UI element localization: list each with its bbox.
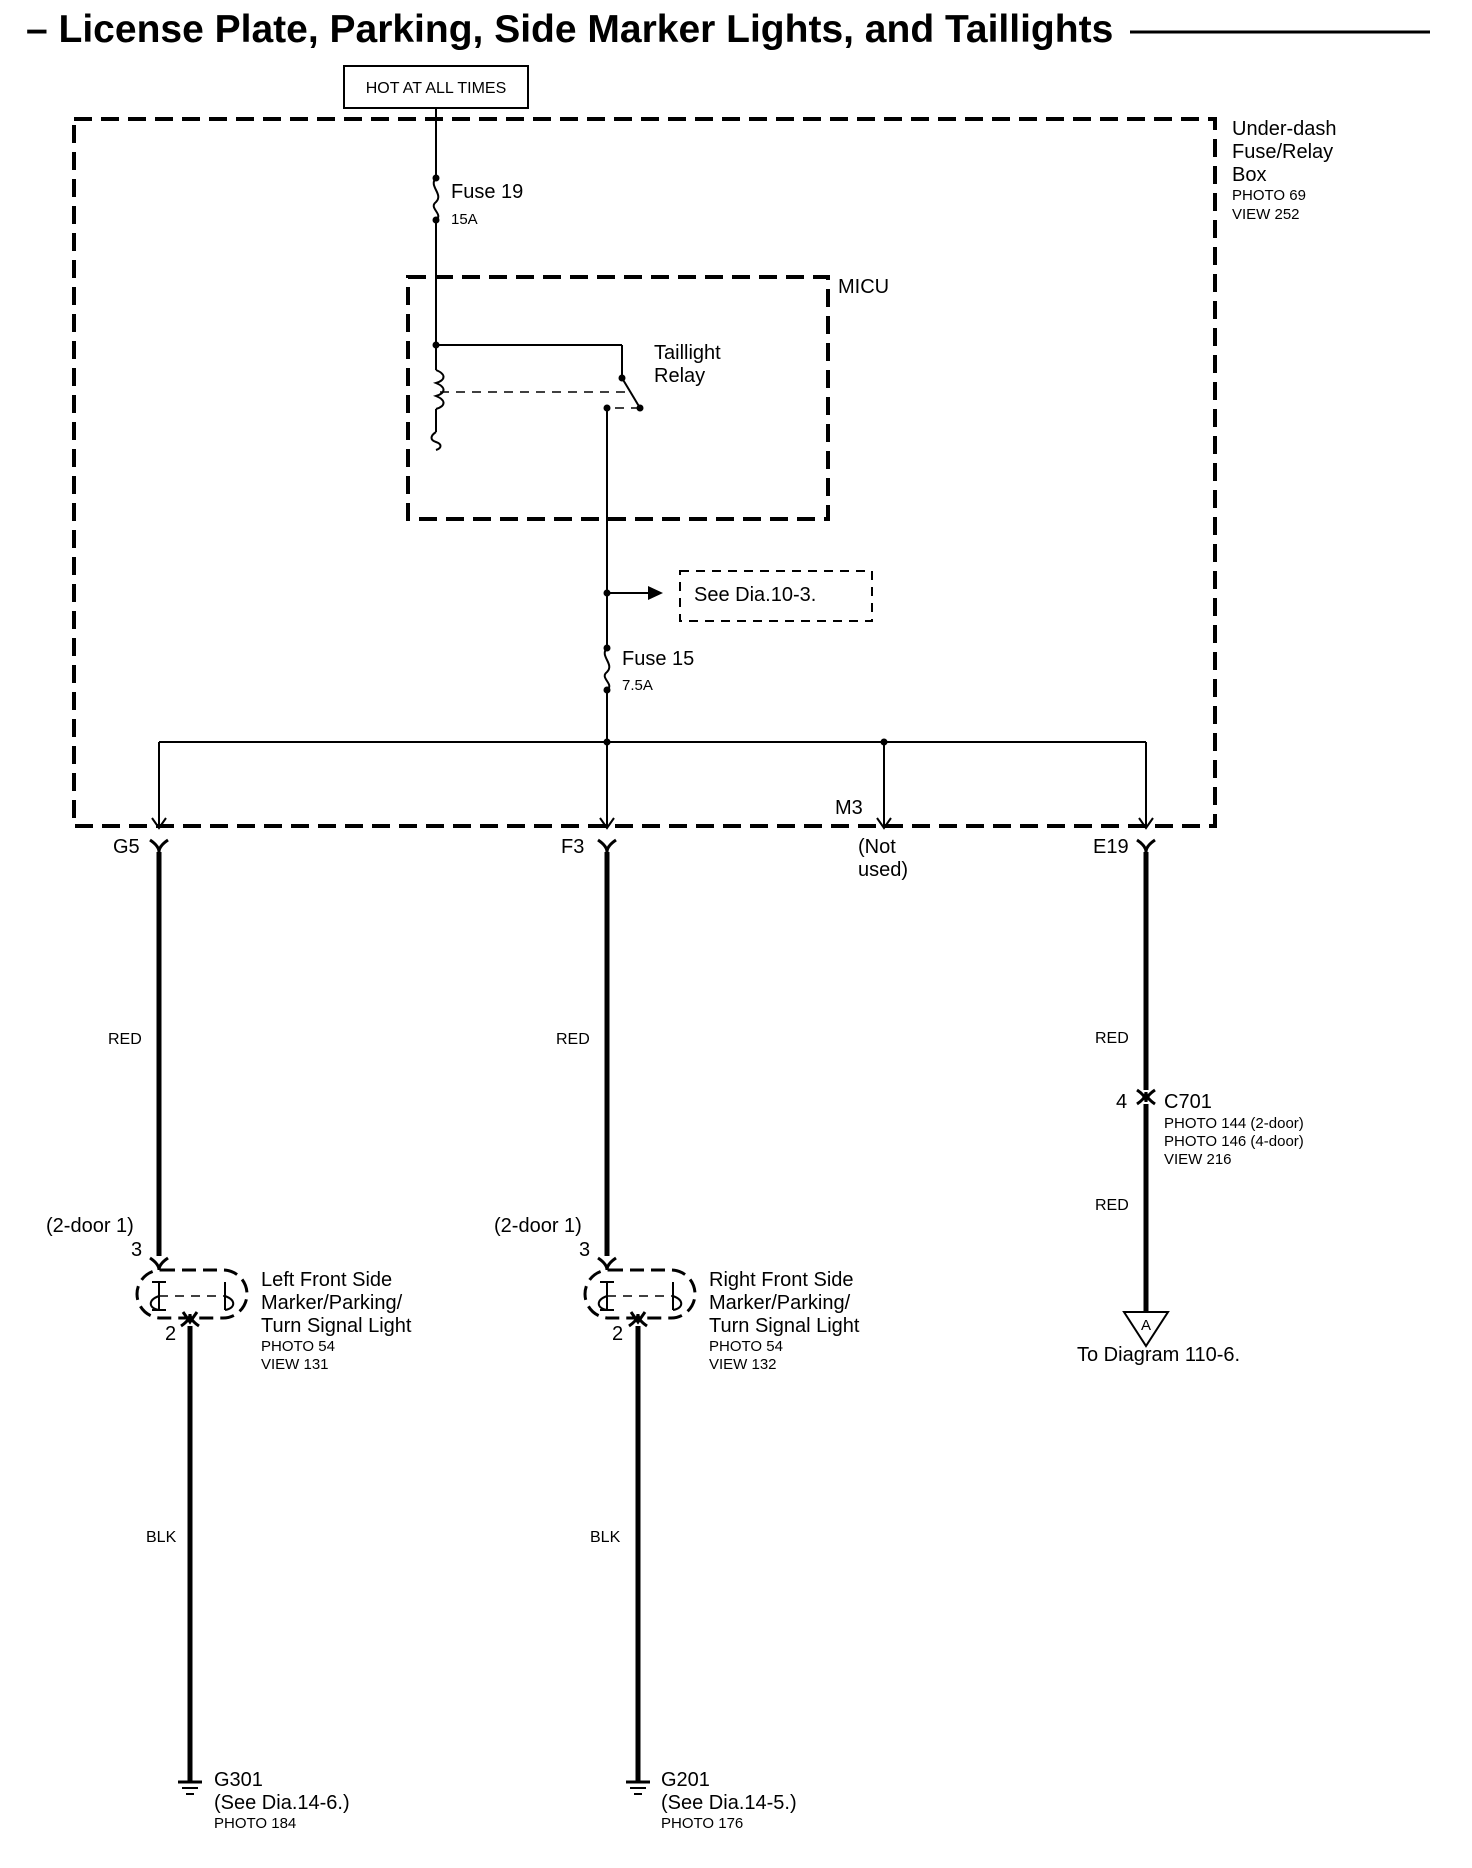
- wire-f3-color: RED: [556, 1031, 590, 1048]
- terminal-m3-note-2: used): [858, 859, 908, 881]
- c701-photo-2door: PHOTO 144 (2-door): [1164, 1115, 1304, 1132]
- c701-name: C701: [1164, 1091, 1212, 1113]
- left-light-pin-out: 2: [165, 1323, 176, 1345]
- terminal-m3: M3: [835, 797, 863, 819]
- svg-text:VIEW 252: VIEW 252: [1232, 206, 1300, 223]
- svg-text:Box: Box: [1232, 164, 1266, 186]
- micu-outline: [406, 275, 830, 521]
- wire-e19-color: RED: [1095, 1030, 1129, 1047]
- fuse-19-rating: 15A: [451, 211, 478, 228]
- g201-see: (See Dia.14-5.): [661, 1792, 797, 1814]
- micu-label: MICU: [838, 276, 889, 298]
- fuse-19: Fuse 19 15A: [432, 174, 523, 228]
- left-light-pin-in: 3: [131, 1239, 142, 1261]
- c701-photo-4door: PHOTO 146 (4-door): [1164, 1133, 1304, 1150]
- left-light-view: VIEW 131: [261, 1356, 329, 1373]
- g201-name: G201: [661, 1769, 710, 1791]
- ground-g301: G301 (See Dia.14-6.) PHOTO 184: [178, 1769, 350, 1832]
- right-light-door-note: (2-door 1): [494, 1215, 582, 1237]
- right-light-pin-in: 3: [579, 1239, 590, 1261]
- see-dia-10-3-branch: See Dia.10-3.: [603, 570, 873, 622]
- terminal-e19: E19: [1093, 836, 1129, 858]
- right-light-pin-out: 2: [612, 1323, 623, 1345]
- ground-g201: G201 (See Dia.14-5.) PHOTO 176: [626, 1769, 797, 1832]
- wire-right-ground-color: BLK: [590, 1529, 621, 1546]
- diagram-title: – License Plate, Parking, Side Marker Li…: [26, 8, 1113, 51]
- left-light-name-2: Marker/Parking/: [261, 1292, 403, 1314]
- c701-view: VIEW 216: [1164, 1151, 1232, 1168]
- fuse-15-rating: 7.5A: [622, 677, 653, 694]
- fuse-19-name: Fuse 19: [451, 181, 523, 203]
- c701-connector: 4 C701 PHOTO 144 (2-door) PHOTO 146 (4-d…: [1116, 1088, 1304, 1168]
- fuse-relay-box-label: Under-dash Fuse/Relay Box PHOTO 69 VIEW …: [1232, 118, 1337, 223]
- right-front-side-light: (2-door 1) 3 2 Right Front Side Marker/P…: [494, 1215, 860, 1373]
- right-light-name-2: Marker/Parking/: [709, 1292, 851, 1314]
- fuse-15: Fuse 15 7.5A: [603, 644, 694, 694]
- right-light-name-3: Turn Signal Light: [709, 1315, 860, 1337]
- right-light-name-1: Right Front Side: [709, 1269, 854, 1291]
- see-dia-10-3-label: See Dia.10-3.: [694, 584, 816, 606]
- wire-left-ground-color: BLK: [146, 1529, 177, 1546]
- relay-label-line1: Taillight: [654, 342, 721, 364]
- svg-text:PHOTO 69: PHOTO 69: [1232, 187, 1306, 204]
- svg-text:Under-dash: Under-dash: [1232, 118, 1337, 140]
- c701-pin: 4: [1116, 1091, 1127, 1113]
- g301-photo: PHOTO 184: [214, 1815, 296, 1832]
- g301-name: G301: [214, 1769, 263, 1791]
- terminal-g5: G5: [113, 836, 140, 858]
- left-light-name-1: Left Front Side: [261, 1269, 392, 1291]
- fuse-relay-box-outline: [72, 117, 1217, 828]
- svg-text:Fuse/Relay: Fuse/Relay: [1232, 141, 1333, 163]
- taillight-relay: Taillight Relay: [430, 341, 721, 451]
- relay-label-line2: Relay: [654, 365, 705, 387]
- right-light-view: VIEW 132: [709, 1356, 777, 1373]
- wire-g5-color: RED: [108, 1031, 142, 1048]
- connector-a: A To Diagram 110-6.: [1077, 1311, 1240, 1366]
- fuse-15-name: Fuse 15: [622, 648, 694, 670]
- power-source-box: HOT AT ALL TIMES: [343, 65, 529, 109]
- power-source-label: HOT AT ALL TIMES: [366, 80, 507, 97]
- terminal-connectors: [149, 838, 1156, 853]
- left-light-door-note: (2-door 1): [46, 1215, 134, 1237]
- left-light-name-3: Turn Signal Light: [261, 1315, 412, 1337]
- terminal-f3: F3: [561, 836, 584, 858]
- connector-a-letter: A: [1141, 1317, 1151, 1334]
- right-light-photo: PHOTO 54: [709, 1338, 783, 1355]
- left-front-side-light: (2-door 1) 3 2 Left Front Side Marker/Pa…: [46, 1215, 412, 1373]
- left-light-photo: PHOTO 54: [261, 1338, 335, 1355]
- connector-a-text: To Diagram 110-6.: [1077, 1344, 1240, 1366]
- terminal-m3-note-1: (Not: [858, 836, 896, 858]
- wire-c701-color: RED: [1095, 1197, 1129, 1214]
- g301-see: (See Dia.14-6.): [214, 1792, 350, 1814]
- terminal-arrows: [151, 817, 1154, 830]
- g201-photo: PHOTO 176: [661, 1815, 743, 1832]
